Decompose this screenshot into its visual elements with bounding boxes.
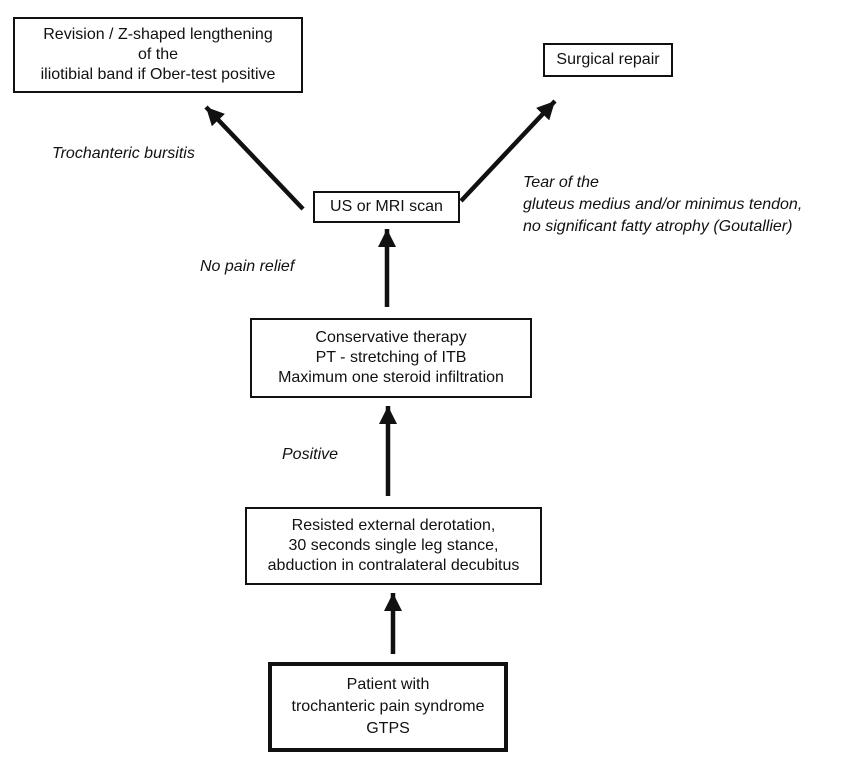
edge-label-no-pain-relief: No pain relief [200,258,295,275]
node-line: iliotibial band if Ober-test positive [40,66,276,83]
node-line: Surgical repair [556,51,660,68]
node-line: Conservative therapy [315,329,467,346]
node-conservative-therapy: Conservative therapy PT - stretching of … [250,318,532,398]
node-line: PT - stretching of ITB [315,349,467,366]
edge-label-line: gluteus medius and/or minimus tendon, [523,196,803,213]
edge-label-trochanteric-bursitis: Trochanteric bursitis [52,145,195,162]
node-surgical-repair: Surgical repair [543,43,673,77]
arrow-scan-to-revision [204,105,305,211]
node-line: trochanteric pain syndrome [291,698,485,715]
node-patient-gtps: Patient with trochanteric pain syndrome … [268,662,508,752]
node-line: Revision / Z-shaped lengthening [43,26,273,43]
node-revision-z-lengthening: Revision / Z-shaped lengthening of the i… [13,17,303,93]
node-line: GTPS [366,720,410,737]
node-clinical-tests: Resisted external derotation, 30 seconds… [245,507,542,585]
edge-label-tendon-tear: Tear of the gluteus medius and/or minimu… [523,172,802,238]
node-line: US or MRI scan [330,198,443,215]
node-line: abduction in contralateral decubitus [267,557,520,574]
edge-label-line: no significant fatty atrophy (Goutallier… [523,218,793,235]
node-line: Resisted external derotation, [291,517,496,534]
edge-label-line: Tear of the [523,174,599,191]
node-line: Patient with [346,676,430,693]
node-line: of the [137,46,179,63]
node-line: Maximum one steroid infiltration [278,369,504,386]
edge-label-positive: Positive [282,446,339,463]
node-line: 30 seconds single leg stance, [288,537,499,554]
node-us-or-mri-scan: US or MRI scan [313,191,460,223]
